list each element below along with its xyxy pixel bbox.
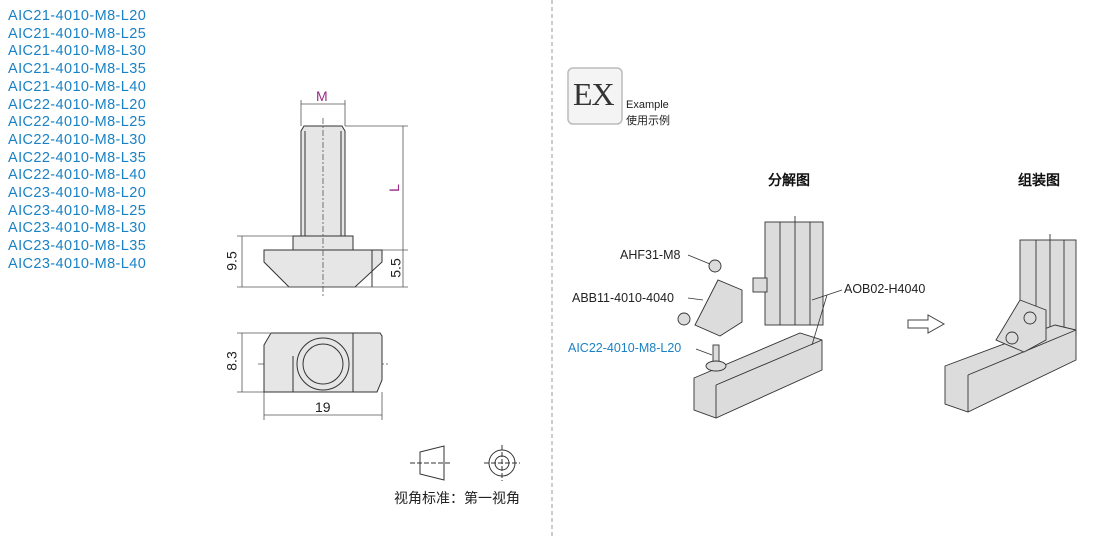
part-number: AIC23-4010-M8-L35 <box>8 238 147 255</box>
part-number: AIC22-4010-M8-L30 <box>8 131 147 148</box>
exploded-view-title: 分解图 <box>768 172 810 188</box>
dim-head-height: 5.5 <box>387 258 404 278</box>
part-number: AIC21-4010-M8-L35 <box>8 61 147 78</box>
part-number: AIC21-4010-M8-L30 <box>8 43 147 60</box>
part-number: AIC22-4010-M8-L25 <box>8 114 147 131</box>
part-number-list: AIC21-4010-M8-L20 AIC21-4010-M8-L25 AIC2… <box>8 8 146 274</box>
arrow-right-icon <box>907 314 946 334</box>
part-number: AIC23-4010-M8-L25 <box>8 202 147 219</box>
bolt-top-view <box>263 332 383 393</box>
part-number: AIC22-4010-M8-L35 <box>8 149 147 166</box>
exploded-view-illustration <box>677 216 824 419</box>
part-number: AIC21-4010-M8-L40 <box>8 78 147 95</box>
part-number: AIC22-4010-M8-L20 <box>8 96 147 113</box>
example-badge-text: EX <box>573 76 615 112</box>
example-title-en: Example <box>626 99 669 111</box>
part-number: AIC23-4010-M8-L40 <box>8 255 147 272</box>
assembled-view-illustration <box>944 234 1077 413</box>
assembled-view-title: 组装图 <box>1018 172 1060 188</box>
part-number: AIC21-4010-M8-L25 <box>8 25 147 42</box>
dim-total-height: 9.5 <box>223 251 240 271</box>
dim-thread-m: M <box>316 88 328 104</box>
example-title-cn: 使用示例 <box>626 115 670 127</box>
callout-bolt: AIC22-4010-M8-L20 <box>568 341 682 355</box>
part-number: AIC23-4010-M8-L20 <box>8 185 147 202</box>
callout-profile: AOB02-H4040 <box>844 282 926 296</box>
part-number: AIC22-4010-M8-L40 <box>8 167 147 184</box>
callout-leaders <box>687 254 843 356</box>
first-angle-projection-icon <box>410 445 520 481</box>
dim-length-l: L <box>385 184 402 192</box>
example-badge-icon <box>567 67 623 125</box>
projection-label: 视角标准：第一视角 <box>394 490 520 506</box>
part-number: AIC23-4010-M8-L30 <box>8 220 147 237</box>
callout-bracket: ABB11-4010-4040 <box>572 291 674 305</box>
part-number: AIC21-4010-M8-L20 <box>8 8 147 24</box>
callout-nut: AHF31-M8 <box>620 248 681 262</box>
dim-length: 19 <box>315 399 331 415</box>
dim-width: 8.3 <box>223 351 240 371</box>
